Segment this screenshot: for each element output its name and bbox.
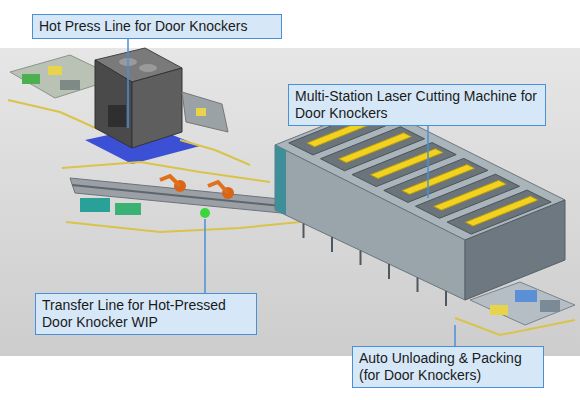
press-side bbox=[132, 68, 182, 148]
callout-text: Auto Unloading & Packing (for Door Knock… bbox=[359, 350, 537, 384]
machine-leg bbox=[331, 237, 333, 252]
callout-box: Multi-Station Laser Cutting Machine for … bbox=[288, 84, 546, 126]
ground-panel bbox=[0, 48, 580, 356]
machine-leg bbox=[303, 224, 305, 239]
buffer-conveyor bbox=[80, 198, 110, 212]
safety-fence bbox=[8, 100, 100, 130]
callout-text: Transfer Line for Hot-Pressed Door Knock… bbox=[42, 297, 250, 331]
laser-gantry bbox=[434, 180, 507, 210]
laser-gantries bbox=[307, 117, 538, 226]
packing-conveyor bbox=[515, 290, 537, 302]
laser-gantry bbox=[465, 196, 538, 226]
robot-arm bbox=[160, 176, 180, 186]
leader-line bbox=[127, 30, 129, 128]
laser-stations bbox=[289, 111, 551, 234]
press-cylinder bbox=[139, 64, 157, 72]
machine-leg bbox=[417, 278, 419, 293]
laser-gantry bbox=[402, 165, 475, 195]
feed-station bbox=[60, 80, 80, 90]
laser-gantry bbox=[339, 133, 412, 163]
press-die-window bbox=[108, 105, 126, 127]
machine-leg bbox=[360, 251, 362, 266]
safety-fence bbox=[455, 318, 575, 335]
callout-box: Transfer Line for Hot-Pressed Door Knock… bbox=[35, 293, 257, 335]
press-front bbox=[95, 60, 132, 148]
wip-marker bbox=[200, 208, 210, 218]
feed-station bbox=[48, 66, 62, 75]
robot-arm bbox=[208, 182, 228, 193]
feed-station bbox=[22, 74, 40, 84]
transfer-conveyor bbox=[70, 178, 292, 214]
machine-leg bbox=[445, 291, 447, 306]
laser-gantry bbox=[370, 149, 443, 179]
press-exit-unit bbox=[196, 108, 206, 116]
callout-box: Hot Press Line for Door Knockers bbox=[32, 14, 282, 39]
unloading-platform bbox=[470, 282, 575, 325]
callout-box: Auto Unloading & Packing (for Door Knock… bbox=[352, 346, 544, 388]
laser-end-panel bbox=[275, 145, 286, 215]
safety-fence bbox=[66, 222, 300, 232]
callout-text: Hot Press Line for Door Knockers bbox=[39, 18, 275, 35]
callout-text: Multi-Station Laser Cutting Machine for … bbox=[295, 88, 539, 122]
machine-leg bbox=[388, 264, 390, 279]
unloading-unit bbox=[490, 305, 508, 315]
packing-station bbox=[540, 300, 560, 312]
machine-legs bbox=[304, 224, 447, 307]
safety-fence bbox=[180, 140, 250, 165]
buffer-conveyor bbox=[115, 203, 141, 215]
press-exit-unit bbox=[182, 92, 228, 132]
